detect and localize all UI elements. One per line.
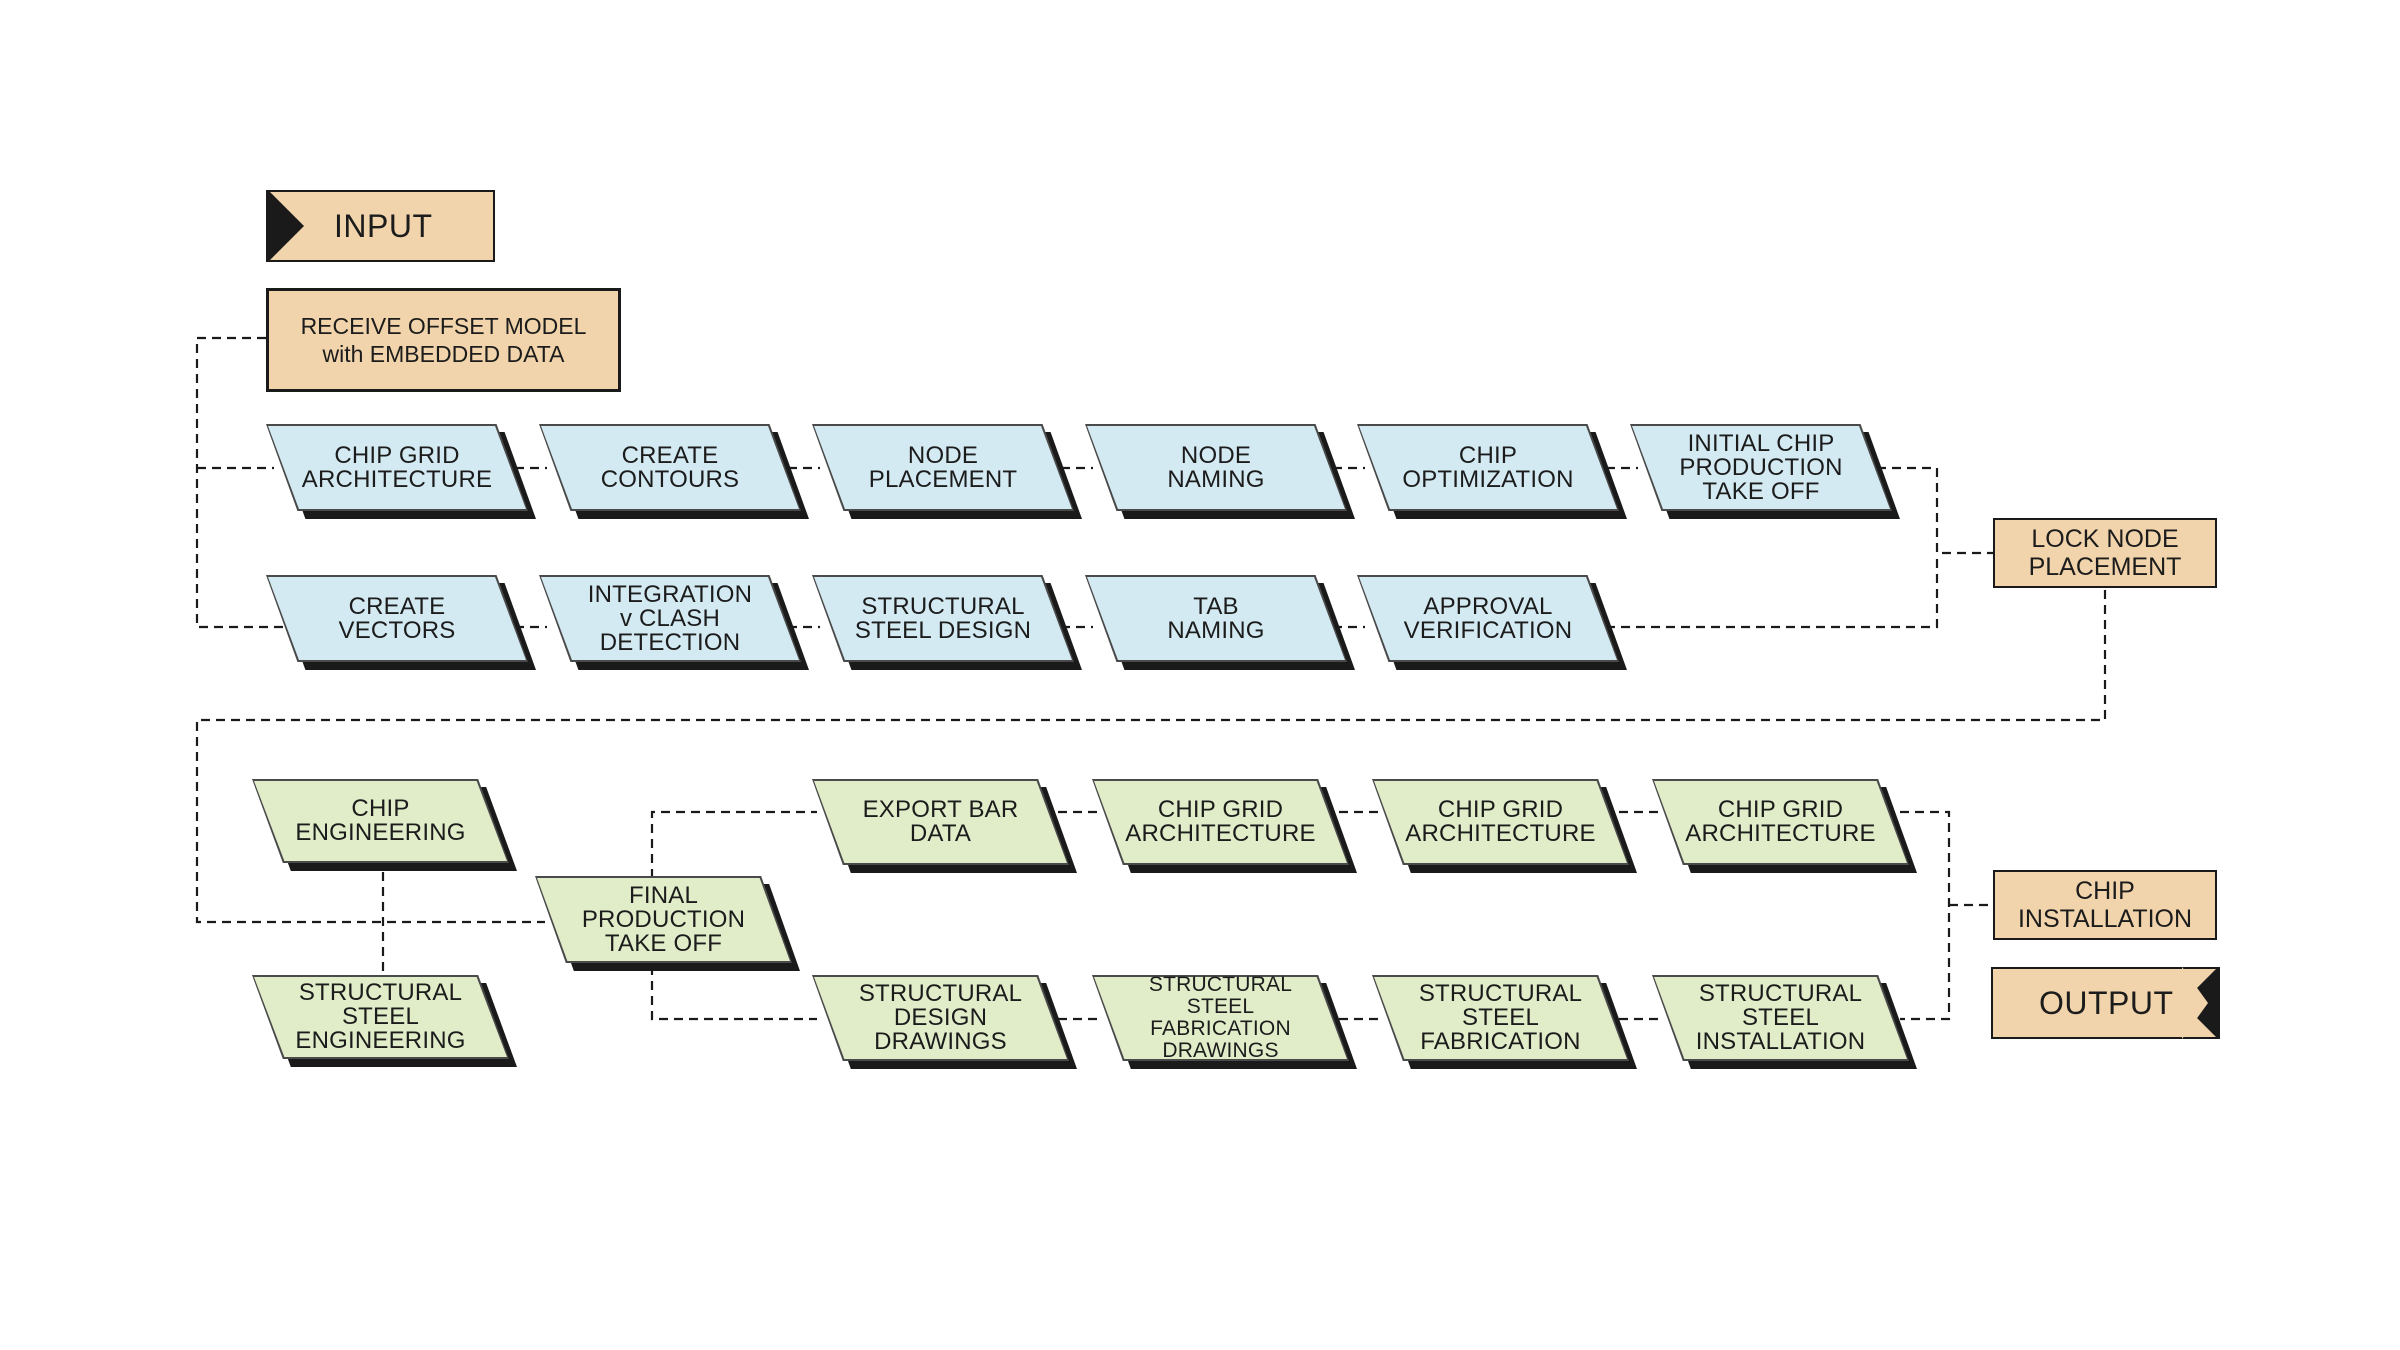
step-structural-steel-design: STRUCTURAL STEEL DESIGN xyxy=(812,575,1082,670)
output-arrow-fill xyxy=(2182,967,2208,1039)
step-chip-optimization: CHIP OPTIMIZATION xyxy=(1357,424,1627,519)
chip-installation-label: CHIP INSTALLATION xyxy=(2017,877,2193,933)
chip-installation-box: CHIP INSTALLATION xyxy=(1993,870,2217,940)
lock-node-placement-box: LOCK NODE PLACEMENT xyxy=(1993,518,2217,588)
step-structural-steel-fabrication: STRUCTURAL STEEL FABRICATION xyxy=(1372,975,1637,1069)
step-chip-grid-architecture: CHIP GRID ARCHITECTURE xyxy=(266,424,536,519)
step-node-naming: NODE NAMING xyxy=(1085,424,1355,519)
step-create-vectors: CREATE VECTORS xyxy=(266,575,536,670)
step-initial-chip-production-take-off: INITIAL CHIP PRODUCTION TAKE OFF xyxy=(1630,424,1900,519)
step-structural-steel-fabrication-drawings: STRUCTURAL STEEL FABRICATION DRAWINGS xyxy=(1092,974,1357,1069)
step-chip-grid-architecture-2: CHIP GRID ARCHITECTURE xyxy=(1092,779,1357,873)
step-structural-steel-engineering: STRUCTURAL STEEL ENGINEERING xyxy=(252,975,517,1067)
step-chip-engineering: CHIP ENGINEERING xyxy=(252,779,517,871)
step-integration-clash-detection: INTEGRATION v CLASH DETECTION xyxy=(539,575,809,670)
connector-lock-to-final xyxy=(195,590,2107,924)
input-label-box: INPUT xyxy=(266,190,495,262)
step-tab-naming: TAB NAMING xyxy=(1085,575,1355,670)
step-export-bar-data: EXPORT BAR DATA xyxy=(812,779,1077,873)
connector-final-to-rows xyxy=(650,810,817,1021)
step-create-contours: CREATE CONTOURS xyxy=(539,424,809,519)
lock-node-placement-label: LOCK NODE PLACEMENT xyxy=(2028,525,2182,581)
connector-receive-to-rows xyxy=(195,336,288,629)
input-arrow-icon xyxy=(268,190,304,262)
step-node-placement: NODE PLACEMENT xyxy=(812,424,1082,519)
connector-to-installation xyxy=(1900,810,1993,1021)
step-structural-design-drawings: STRUCTURAL DESIGN DRAWINGS xyxy=(812,975,1077,1069)
step-chip-grid-architecture-3: CHIP GRID ARCHITECTURE xyxy=(1372,779,1637,873)
step-approval-verification: APPROVAL VERIFICATION xyxy=(1357,575,1627,670)
receive-offset-model-label: RECEIVE OFFSET MODEL with EMBEDDED DATA xyxy=(300,313,587,367)
step-final-production-take-off: FINAL PRODUCTION TAKE OFF xyxy=(535,876,800,971)
connector-row2-to-lock xyxy=(1606,553,1939,629)
receive-offset-model-box: RECEIVE OFFSET MODEL with EMBEDDED DATA xyxy=(266,288,621,392)
connector-row1-to-lock xyxy=(1877,466,1993,555)
output-label-box: OUTPUT xyxy=(1991,967,2220,1039)
step-chip-grid-architecture-4: CHIP GRID ARCHITECTURE xyxy=(1652,779,1917,873)
step-structural-steel-installation: STRUCTURAL STEEL INSTALLATION xyxy=(1652,975,1917,1069)
